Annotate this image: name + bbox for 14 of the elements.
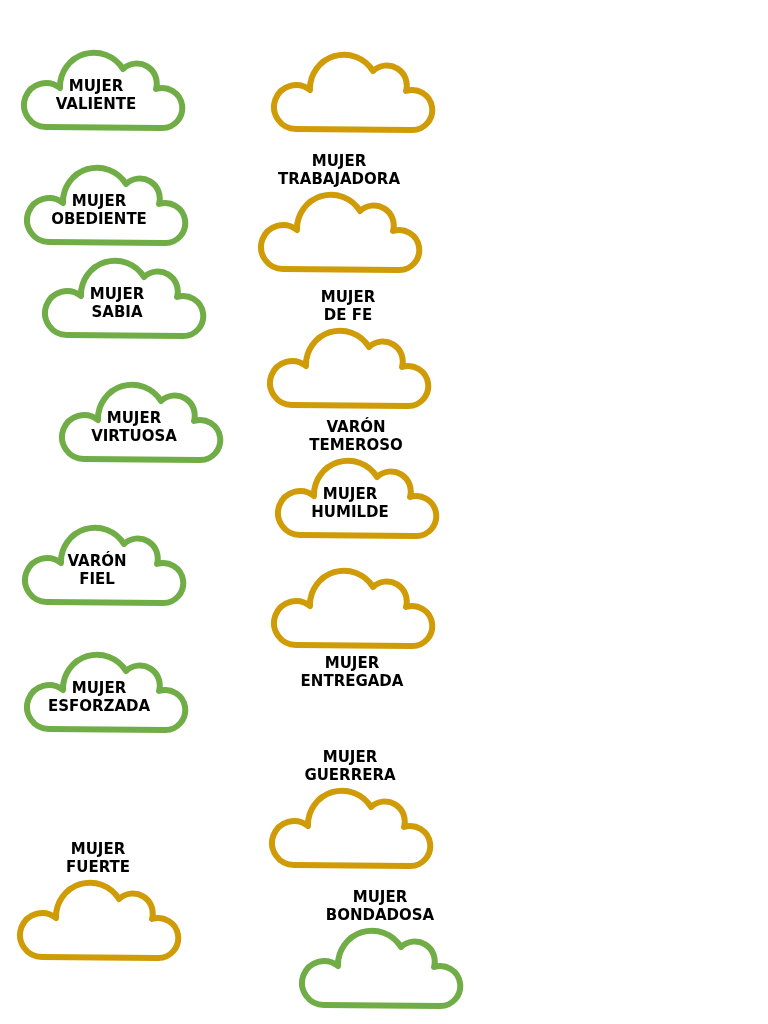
cloud-label: MUJER ENTREGADA [299, 654, 405, 690]
cloud-label: MUJER TRABAJADORA [277, 152, 401, 188]
cloud-label: MUJER GUERRERA [303, 748, 397, 784]
cloud-label: MUJER OBEDIENTE [50, 192, 148, 228]
cloud-label: VARÓN TEMEROSO [308, 418, 404, 454]
cloud-label: MUJER SABIA [88, 285, 146, 321]
cloud-label: MUJER BONDADOSA [324, 888, 436, 924]
cloud-label: MUJER VALIENTE [54, 77, 138, 113]
cloud-label: MUJER ESFORZADA [46, 679, 152, 715]
cloud-label: MUJER HUMILDE [310, 485, 390, 521]
cloud-label: VARÓN FIEL [66, 552, 128, 588]
cloud-label: MUJER FUERTE [65, 840, 131, 876]
cloud-label: MUJER DE FE [319, 288, 377, 324]
cloud-label: MUJER VIRTUOSA [90, 409, 178, 445]
